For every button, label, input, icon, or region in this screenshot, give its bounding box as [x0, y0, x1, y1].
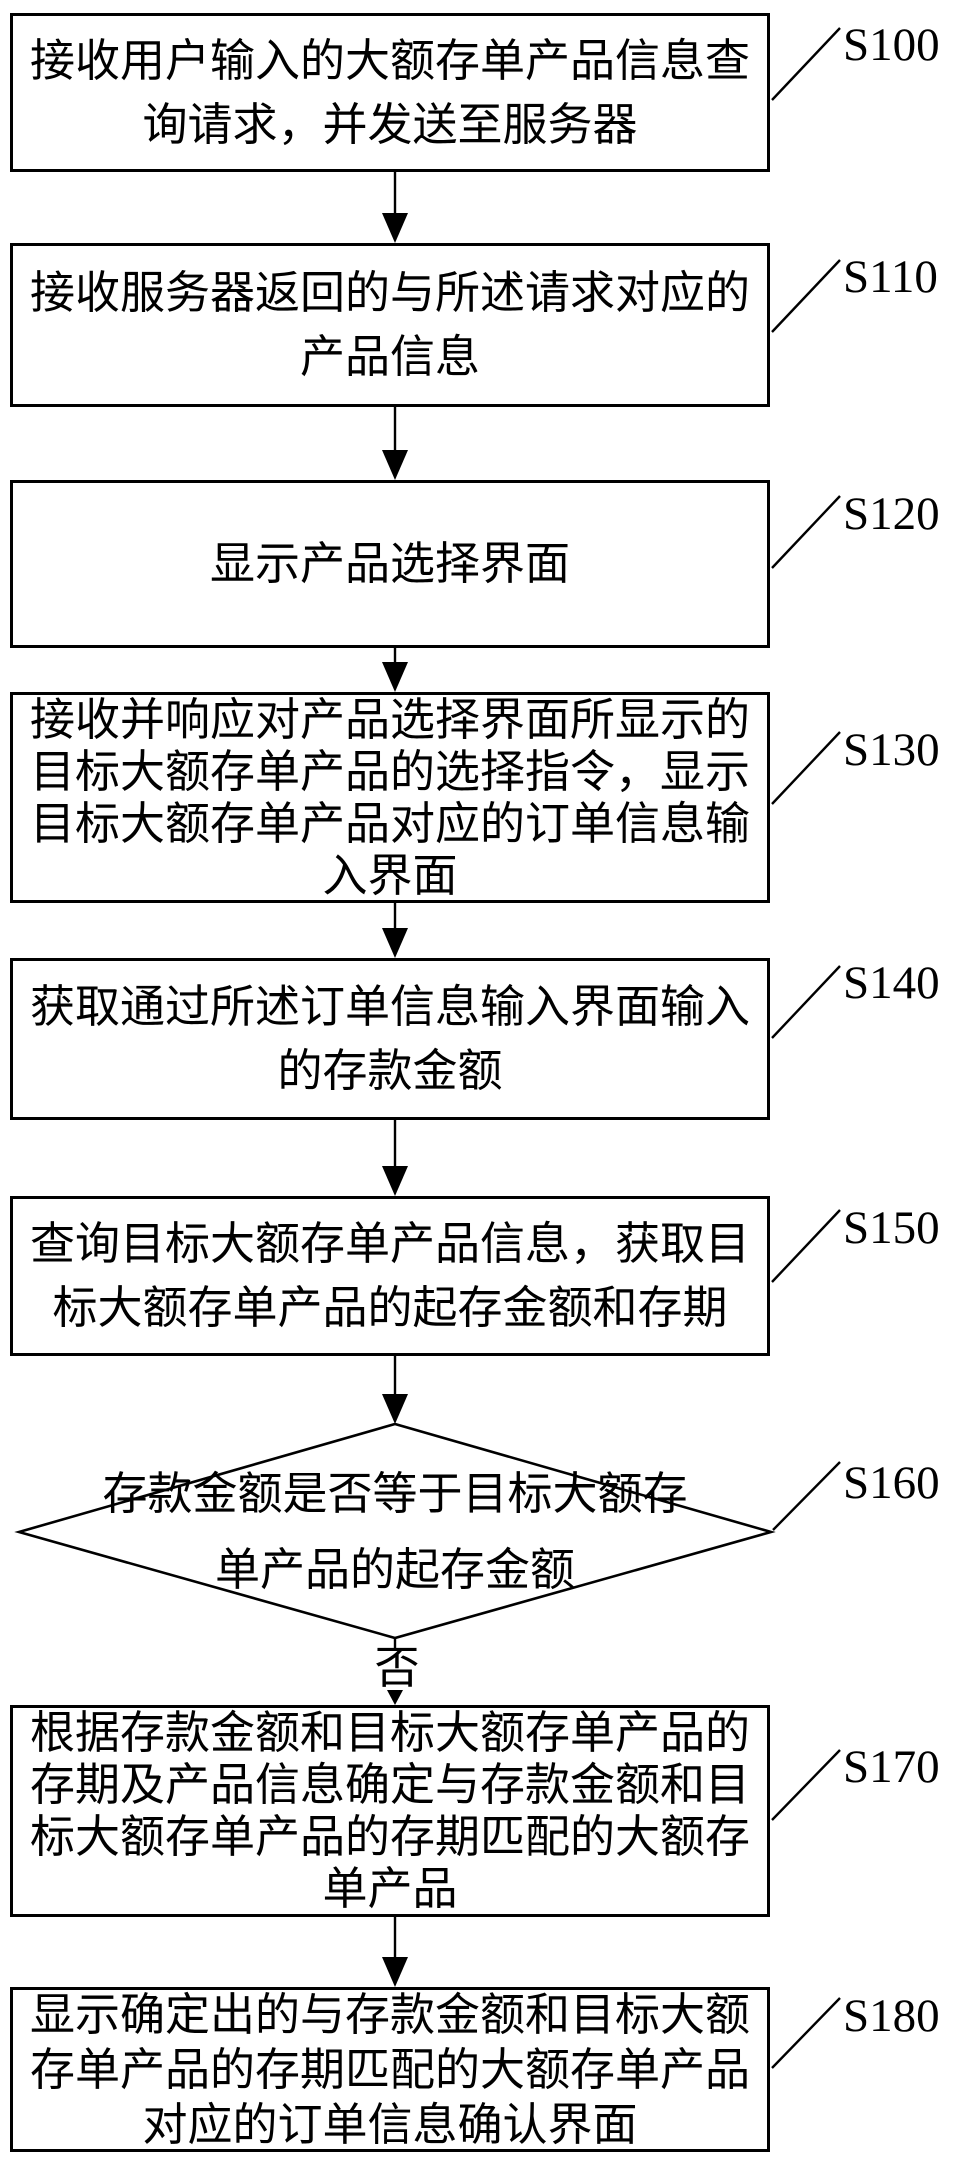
step-text-s120: 显示产品选择界面: [209, 537, 570, 590]
arrow-s110-s120: [382, 407, 408, 480]
step-label-s140: S140: [843, 957, 940, 1009]
label-slash-s170: [771, 1749, 841, 1821]
arrow-head-icon: [382, 662, 408, 692]
arrow-head-icon: [382, 1394, 408, 1424]
arrow-s100-s110: [382, 172, 408, 243]
step-box-s170: 根据存款金额和目标大额存单产品的 存期及产品信息确定与存款金额和目 标大额存单产…: [10, 1705, 770, 1917]
label-slash-s160: [772, 1461, 841, 1531]
arrow-s160-s170-no-branch: [387, 1638, 403, 1705]
arrow-s170-s180: [382, 1917, 408, 1987]
branch-label-no: 否: [374, 1641, 420, 1694]
arrow-s140-s150: [382, 1120, 408, 1196]
arrow-head-icon: [382, 213, 408, 243]
arrow-head-icon: [382, 450, 408, 480]
step-label-s160: S160: [843, 1457, 940, 1509]
arrow-s120-s130: [382, 648, 408, 692]
step-box-s180: 显示确定出的与存款金额和目标大额 存单产品的存期匹配的大额存单产品 对应的订单信…: [10, 1987, 770, 2152]
label-slash-s110: [771, 259, 841, 333]
arrow-head-icon: [387, 1690, 403, 1705]
arrow-head-icon: [382, 928, 408, 958]
label-slash-s140: [771, 965, 841, 1039]
step-text-s130: 接收并响应对产品选择界面所显示的 目标大额存单产品的选择指令，显示 目标大额存单…: [29, 692, 750, 902]
step-label-s110: S110: [843, 251, 938, 303]
step-label-s130: S130: [843, 724, 940, 776]
label-slash-s120: [771, 495, 841, 569]
arrow-head-icon: [382, 1166, 408, 1196]
step-text-s150: 查询目标大额存单产品信息，获取目 标大额存单产品的起存金额和存期: [29, 1217, 750, 1334]
step-text-s140: 获取通过所述订单信息输入界面输入 的存款金额: [29, 980, 750, 1097]
step-label-s170: S170: [843, 1741, 940, 1793]
label-slash-s100: [771, 27, 841, 101]
arrow-s130-s140: [382, 903, 408, 958]
arrow-s150-s160: [382, 1356, 408, 1424]
step-box-s100: 接收用户输入的大额存单产品信息查 询请求，并发送至服务器: [10, 13, 770, 172]
step-label-s150: S150: [843, 1202, 940, 1254]
step-box-s140: 获取通过所述订单信息输入界面输入 的存款金额: [10, 958, 770, 1120]
step-box-s110: 接收服务器返回的与所述请求对应的 产品信息: [10, 243, 770, 407]
step-label-s100: S100: [843, 19, 940, 71]
decision-text-s160: 存款金额是否等于目标大额存 单产品的起存金额: [102, 1467, 688, 1596]
step-box-s130: 接收并响应对产品选择界面所显示的 目标大额存单产品的选择指令，显示 目标大额存单…: [10, 692, 770, 903]
step-text-s170: 根据存款金额和目标大额存单产品的 存期及产品信息确定与存款金额和目 标大额存单产…: [29, 1706, 750, 1915]
arrow-head-icon: [382, 1957, 408, 1987]
label-slash-s130: [771, 731, 841, 805]
step-text-s100: 接收用户输入的大额存单产品信息查 询请求，并发送至服务器: [29, 33, 750, 151]
step-text-s110: 接收服务器返回的与所述请求对应的 产品信息: [29, 266, 750, 383]
step-label-s120: S120: [843, 488, 940, 540]
decision-diamond-s160: 存款金额是否等于目标大额存 单产品的起存金额: [70, 1444, 720, 1620]
label-slash-s180: [771, 1997, 841, 2069]
step-box-s120: 显示产品选择界面: [10, 480, 770, 648]
step-text-s180: 显示确定出的与存款金额和目标大额 存单产品的存期匹配的大额存单产品 对应的订单信…: [29, 1988, 750, 2151]
label-slash-s150: [771, 1209, 841, 1283]
step-box-s150: 查询目标大额存单产品信息，获取目 标大额存单产品的起存金额和存期: [10, 1196, 770, 1356]
step-label-s180: S180: [843, 1990, 940, 2042]
